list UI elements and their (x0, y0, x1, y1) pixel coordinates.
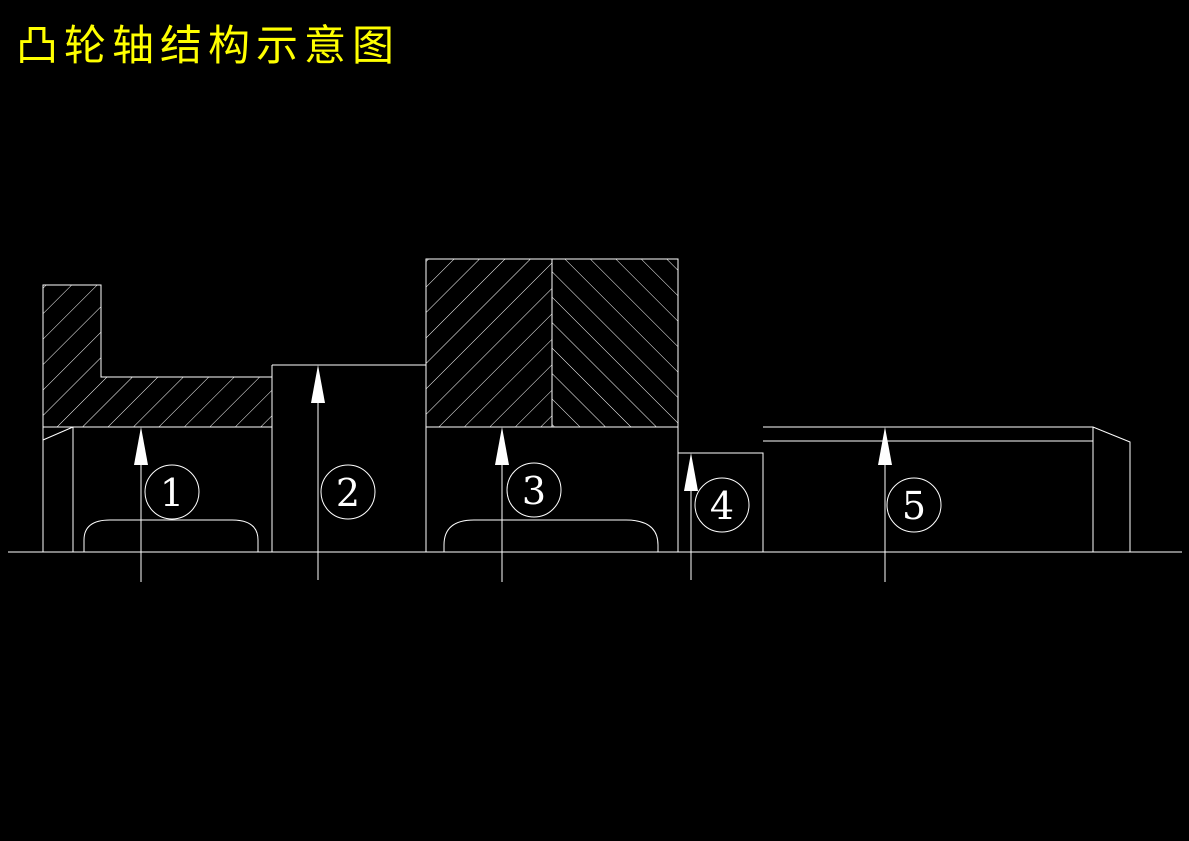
callout-5: 5 (886, 477, 942, 533)
callout-2: 2 (320, 464, 376, 520)
arrow-1 (134, 427, 148, 582)
callout-4-label: 4 (710, 484, 734, 528)
callout-3: 3 (506, 462, 562, 518)
arrow-4 (684, 453, 698, 580)
arrow-5 (878, 427, 892, 582)
segment-1-shape (42, 284, 273, 552)
callout-3-label: 3 (522, 469, 546, 513)
callout-2-label: 2 (336, 471, 360, 515)
arrow-3 (495, 427, 509, 582)
segment-4-shape (678, 452, 764, 552)
segment-5-shape (763, 426, 1131, 552)
diagram-title: 凸轮轴结构示意图 (16, 21, 401, 70)
callout-1: 1 (144, 464, 200, 520)
callout-4: 4 (694, 477, 750, 533)
callout-1-label: 1 (160, 471, 184, 515)
callout-5-label: 5 (902, 484, 926, 528)
arrow-2 (311, 365, 325, 580)
segment-2-shape (271, 364, 427, 552)
segment-3-shape (425, 258, 679, 552)
